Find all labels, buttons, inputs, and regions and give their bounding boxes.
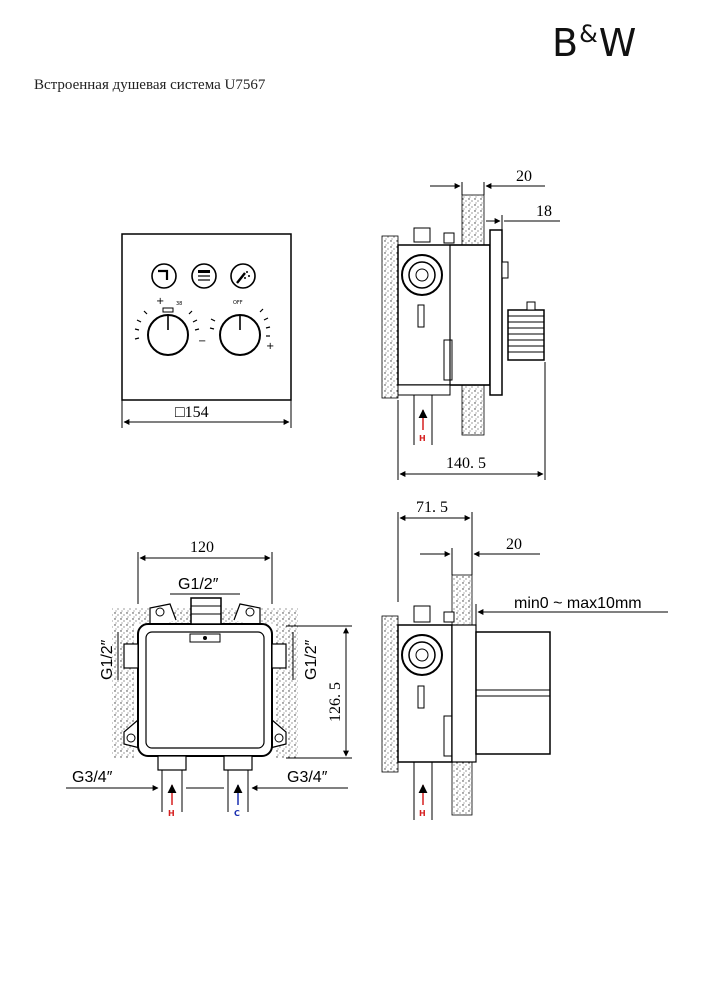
cold-inlet-label: C [234,809,240,818]
brand-logo: B&W [552,14,637,63]
left-thread-label: G1/2″ [99,639,116,680]
temperature-knob: + 38 − [134,296,206,356]
svg-text:+: + [266,341,274,352]
hand-shower-icon [230,263,256,289]
body-wall-dim: 20 [506,536,522,553]
hot-inlet-label: H [168,809,175,818]
svg-text:38: 38 [176,301,182,307]
depth-dim-label: 140. 5 [446,455,486,472]
faceplate-outline [121,233,292,401]
logo-ampersand: & [579,20,599,48]
top-thread-label: G1/2″ [178,576,219,593]
flow-knob: OFF + [209,300,274,356]
left-bottom-thread-label: G3/4″ [72,769,113,786]
hot-inlet-label: H [419,434,426,443]
right-bottom-thread-label: G3/4″ [287,769,328,786]
overhead-shower-icon [191,263,217,289]
front-view: + 38 − OFF + □154 [121,233,292,428]
body-side-view: H 71. 5 20 min0 ~ max10mm [381,499,668,820]
logo-b: B [552,21,580,65]
hot-inlet-label: H [419,809,426,818]
svg-text:OFF: OFF [233,300,243,306]
wall-dim-20: 20 [516,168,532,185]
svg-text:−: − [198,336,206,347]
box-width-dim: 120 [190,539,214,556]
svg-text:+: + [156,296,164,307]
right-thread-label: G1/2″ [303,639,320,680]
tub-spout-icon [151,263,177,289]
rear-view: H C 120 G1/2″ G1/2″ G1/2″ 126. 5 G3/4″ G… [66,539,352,818]
plate-dim-18: 18 [536,203,552,220]
body-depth-dim: 71. 5 [416,499,448,516]
logo-w: W [598,21,638,65]
page-title: Встроенная душевая система U7567 [34,77,266,93]
box-height-dim: 126. 5 [327,682,344,722]
adjust-range-label: min0 ~ max10mm [514,595,642,612]
faceplate-width-label: □154 [175,404,209,421]
side-view: H 20 18 140. 5 [381,168,560,480]
